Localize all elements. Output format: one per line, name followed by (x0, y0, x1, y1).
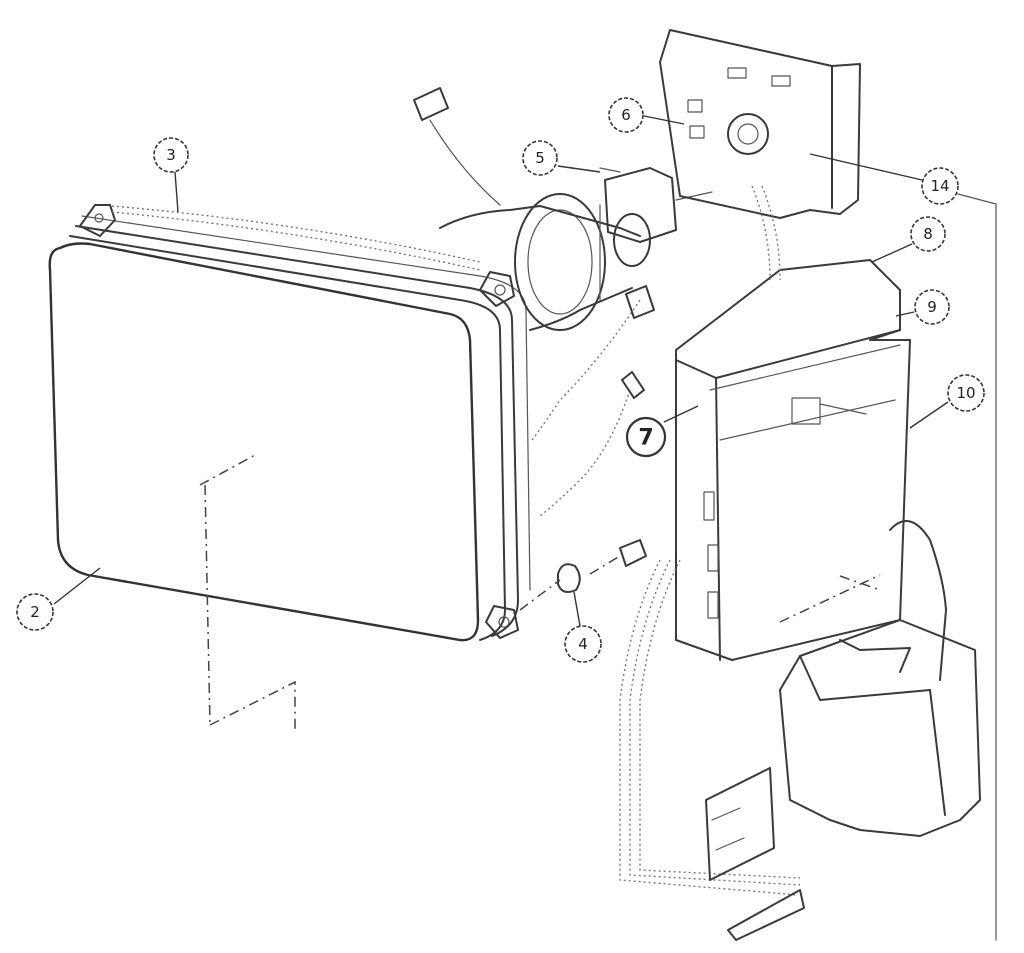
flyback-transformer (779, 520, 981, 837)
callout-8: 8 (871, 216, 946, 263)
wiring-harness (531, 185, 801, 896)
mounting-bracket-top-right (479, 271, 515, 307)
callout-label-5: 5 (535, 149, 545, 167)
callout-label-10: 10 (956, 384, 975, 402)
callout-label-14: 14 (930, 177, 949, 195)
callout-9: 9 (895, 289, 950, 325)
crt-neck-yoke (439, 193, 651, 331)
mounting-bracket-bottom-right (485, 605, 519, 639)
callout-10: 10 (909, 374, 985, 429)
retaining-clip (519, 539, 647, 611)
callout-3: 3 (153, 137, 189, 213)
callout-14: 14 (809, 153, 997, 941)
callout-2: 2 (16, 567, 101, 631)
tension-band (111, 205, 481, 271)
callout-6: 6 (608, 97, 685, 133)
callout-label-3: 3 (166, 146, 176, 164)
main-chassis (675, 259, 911, 661)
callout-label-6: 6 (621, 106, 631, 124)
callout-label-4: 4 (578, 635, 588, 653)
callout-label-2: 2 (30, 603, 40, 621)
callout-label-8: 8 (923, 225, 933, 243)
callout-4: 4 (564, 591, 602, 663)
callout-label-9: 9 (927, 298, 937, 316)
callout-7: 7 (625, 405, 699, 458)
neck-socket (599, 167, 713, 243)
callout-5: 5 (522, 140, 601, 176)
socket-board (659, 29, 861, 219)
callout-label-7: 7 (638, 426, 653, 451)
plug-connector-top (413, 87, 501, 206)
bottom-connector (705, 767, 805, 941)
crt-picture-tube (48, 215, 531, 730)
